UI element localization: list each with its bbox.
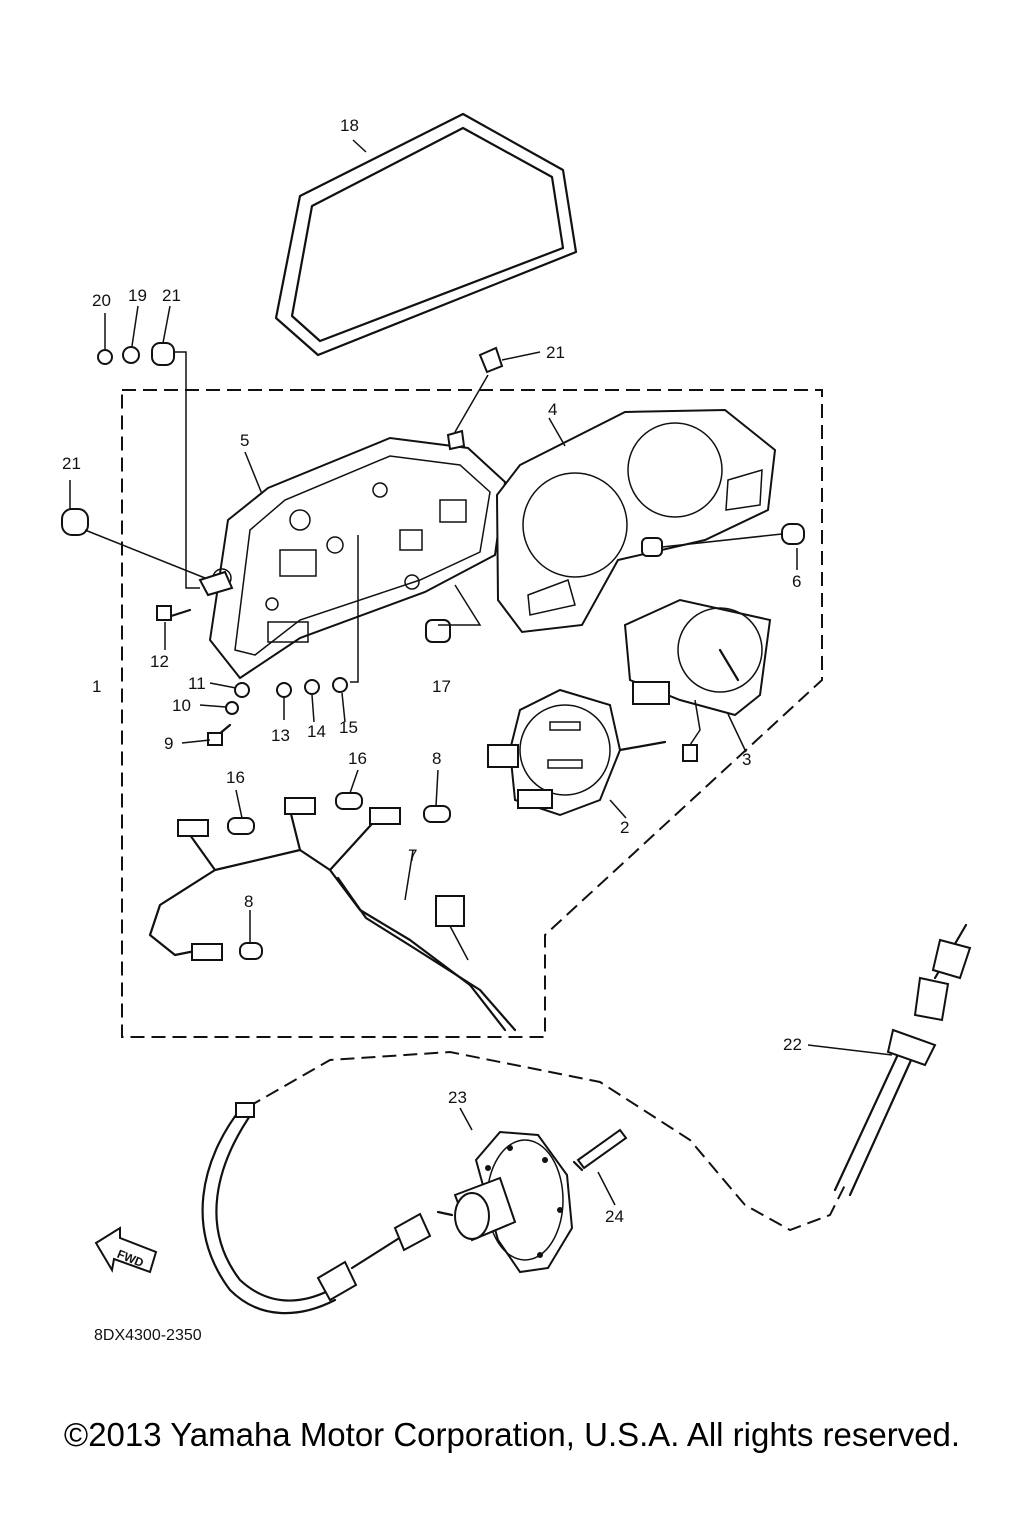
part-18-lens: [274, 112, 578, 357]
label-24: 24: [605, 1207, 624, 1226]
part-24-drive-pin: [572, 1128, 628, 1172]
part-labels: 18 20 19 21 21 21 5 4 6 12 17 1 11 10 9 …: [62, 116, 802, 1344]
small-fasteners: [61, 342, 805, 746]
copyright-notice: ©2013 Yamaha Motor Corporation, U.S.A. A…: [63, 1416, 961, 1453]
label-16-right: 16: [348, 749, 367, 768]
label-21-left: 21: [62, 454, 81, 473]
label-19: 19: [128, 286, 147, 305]
leader-lines: [69, 139, 893, 1206]
label-15: 15: [339, 718, 358, 737]
label-13: 13: [271, 726, 290, 745]
label-2: 2: [620, 818, 629, 837]
label-20: 20: [92, 291, 111, 310]
label-22: 22: [783, 1035, 802, 1054]
label-8-bottom: 8: [244, 892, 253, 911]
label-10: 10: [172, 696, 191, 715]
part-7-wiring-harness: [148, 797, 517, 1032]
label-16-left: 16: [226, 768, 245, 787]
label-21-top-right: 21: [546, 343, 565, 362]
label-3: 3: [742, 750, 751, 769]
assembly-1-boundary: [121, 389, 823, 1038]
label-6: 6: [792, 572, 801, 591]
label-1: 1: [92, 677, 101, 696]
part-23-gear-unit: [436, 1130, 574, 1274]
label-4: 4: [548, 400, 557, 419]
label-21-top-left: 21: [162, 286, 181, 305]
label-14: 14: [307, 722, 326, 741]
part-4-meter-cover: [495, 408, 777, 634]
label-11: 11: [188, 674, 206, 693]
label-9: 9: [164, 734, 173, 753]
label-23: 23: [448, 1088, 467, 1107]
drawing-code: 8DX4300-2350: [94, 1327, 202, 1344]
part-2-speedometer: [487, 688, 667, 817]
exploded-parts-diagram: FWD 18 20 19 21 21 21 5 4 6 12 17 1 11 1…: [61, 112, 972, 1344]
part-22-speedometer-cable: [201, 923, 972, 1315]
label-7: 7: [408, 846, 417, 865]
part-3-tachometer: [623, 598, 772, 762]
bulbs: [227, 792, 451, 960]
label-5: 5: [240, 431, 249, 450]
label-12: 12: [150, 652, 169, 671]
label-17: 17: [432, 677, 451, 696]
label-8-top: 8: [432, 749, 441, 768]
fwd-direction-arrow: FWD: [94, 1226, 158, 1274]
label-18: 18: [340, 116, 359, 135]
